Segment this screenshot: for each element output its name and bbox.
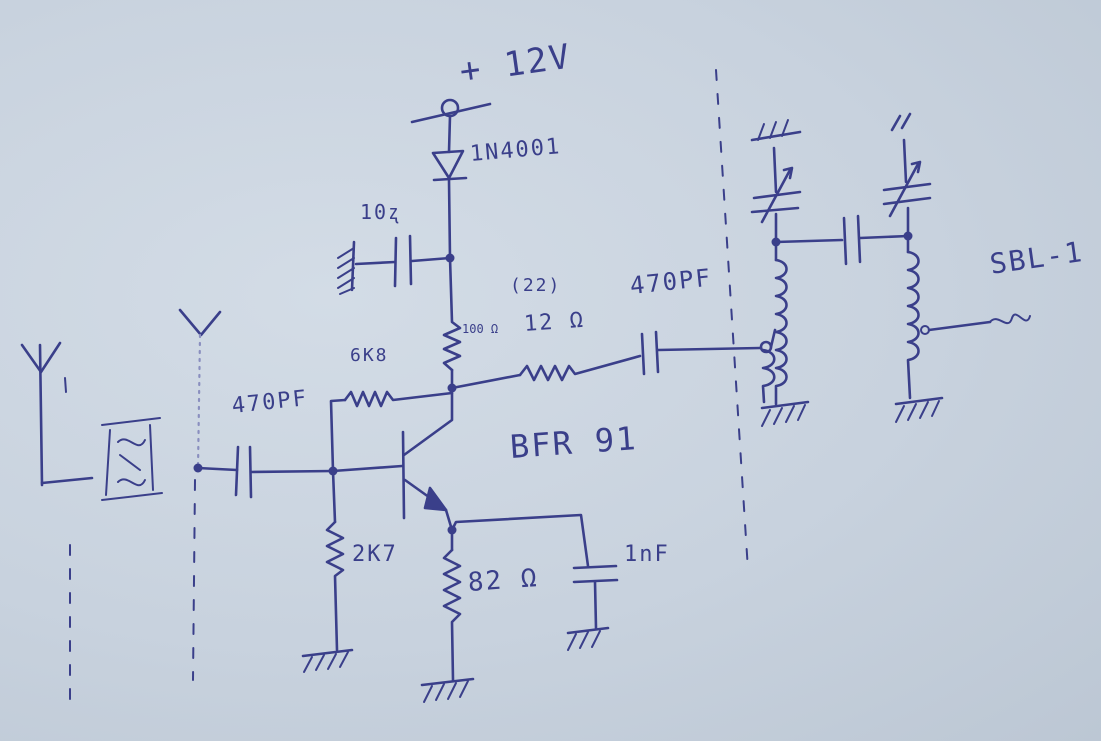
output-capacitor [640, 330, 762, 376]
alternate-value-label: (22) [510, 275, 562, 296]
series-resistor [450, 354, 642, 390]
emitter-bypass-capacitor [450, 513, 619, 630]
ground-base [301, 648, 354, 673]
input-capacitor [196, 445, 335, 499]
antenna-symbol-left [20, 341, 94, 701]
coupling-capacitor [774, 214, 910, 266]
ground-tank-1 [760, 400, 810, 427]
decoupling-capacitor-label: 10ʐ [360, 200, 403, 224]
decoupling-capacitor [337, 234, 452, 295]
antenna-symbol-right [178, 308, 222, 681]
ground-emitter [420, 677, 475, 703]
emitter-resistor [442, 528, 462, 682]
ground-tank-2 [894, 396, 944, 423]
diode-1n4001 [431, 114, 468, 260]
shield-divider [715, 69, 749, 571]
output-squiggle [989, 313, 1031, 325]
tuned-circuit-2 [906, 234, 920, 400]
collector-resistor [442, 256, 462, 390]
output-wire [927, 320, 992, 332]
collector-resistor-label: 100 Ω [462, 322, 499, 336]
tuned-circuit-1 [759, 240, 788, 406]
filter-block [101, 417, 163, 501]
supply-terminal [410, 98, 492, 124]
ground-bypass [566, 626, 610, 651]
trimmer-cap-1 [750, 119, 802, 244]
transistor-bfr91 [331, 391, 454, 532]
series-resistor-label: 12 Ω [523, 307, 586, 337]
bias-resistor [329, 390, 454, 473]
bias-resistor-label: 6K8 [350, 345, 389, 366]
emitter-resistor-label: 82 Ω [466, 563, 540, 598]
base-resistor-label: 2K7 [352, 542, 398, 567]
trimmer-cap-2 [882, 112, 932, 238]
base-resistor [325, 469, 345, 652]
emitter-capacitor-label: 1nF [624, 542, 670, 567]
